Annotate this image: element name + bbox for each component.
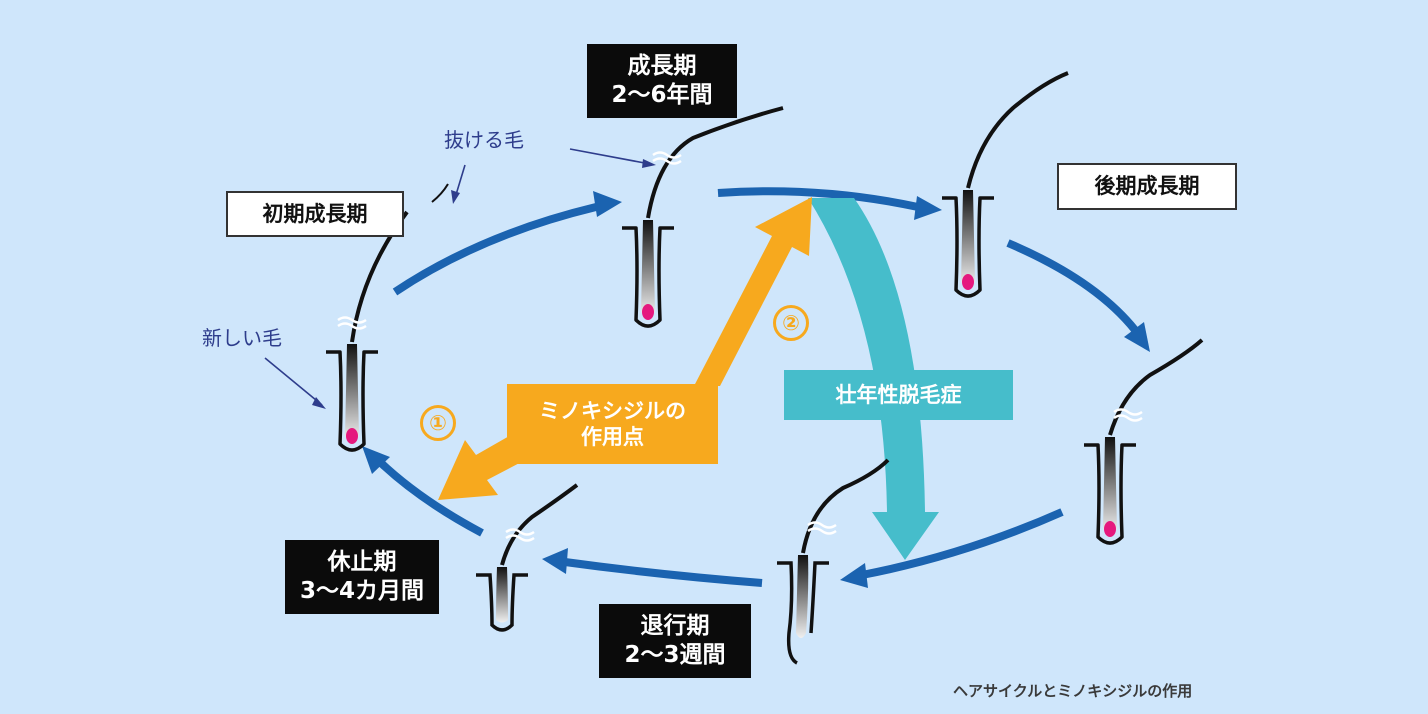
stage-early-growth-name: 初期成長期 xyxy=(262,201,368,226)
stage-catagen-duration: 2〜3週間 xyxy=(624,642,726,668)
arrowhead xyxy=(362,446,390,474)
aga-box: 壮年性脱毛症 xyxy=(784,370,1013,420)
stage-late-growth-name: 後期成長期 xyxy=(1094,174,1200,199)
stage-telogen-name: 休止期 xyxy=(327,549,397,576)
marker-two: ② xyxy=(773,305,809,341)
cycle-arrow-late-to-descend xyxy=(1006,239,1139,333)
arrowhead xyxy=(1124,322,1150,352)
minoxidil-arrow-to-growth xyxy=(694,197,812,386)
cycle-arrow-catagen-to-telogen xyxy=(564,558,763,587)
stage-growth-label: 成長期 2〜6年間 xyxy=(587,44,737,118)
cycle-arrow-late-to-catagen xyxy=(861,508,1064,579)
arrowhead xyxy=(914,196,942,220)
stage-early-growth-label: 初期成長期 xyxy=(226,191,404,237)
marker-one: ① xyxy=(420,405,456,441)
stage-catagen-label: 退行期 2〜3週間 xyxy=(599,604,751,678)
stage-catagen-name: 退行期 xyxy=(640,613,710,640)
stage-late-growth-label: 後期成長期 xyxy=(1057,163,1237,210)
pointer-new-hair xyxy=(264,357,323,406)
cycle-arrow-growth-to-late xyxy=(717,187,919,211)
follicle-late-growth-lower xyxy=(1082,338,1204,545)
cycle-arrow-telogen-to-early xyxy=(377,459,484,537)
stage-telogen-duration: 3〜4カ月間 xyxy=(299,578,424,604)
follicle-late-growth xyxy=(940,71,1069,298)
aga-label: 壮年性脱毛症 xyxy=(835,382,962,407)
stage-growth-duration: 2〜6年間 xyxy=(611,82,713,108)
follicle-growth xyxy=(620,106,784,328)
aga-arrow xyxy=(808,198,939,560)
follicle-catagen xyxy=(777,458,890,665)
follicle-telogen xyxy=(476,483,579,632)
arrowhead xyxy=(840,563,868,588)
pointer-shedding-hair xyxy=(569,148,651,165)
arrowhead xyxy=(542,548,568,574)
minoxidil-line2: 作用点 xyxy=(581,425,644,449)
stage-telogen-label: 休止期 3〜4カ月間 xyxy=(285,540,439,614)
figure-caption: ヘアサイクルとミノキシジルの作用 xyxy=(953,682,1193,700)
minoxidil-line1: ミノキシジルの xyxy=(539,398,686,423)
shedding-hair-note: 抜ける毛 xyxy=(444,128,524,152)
cycle-arrow-early-to-growth xyxy=(392,203,597,296)
stage-growth-name: 成長期 xyxy=(627,53,697,80)
minoxidil-action-box: ミノキシジルの 作用点 xyxy=(507,384,718,464)
arrowhead xyxy=(593,191,622,217)
new-hair-note: 新しい毛 xyxy=(202,326,282,350)
